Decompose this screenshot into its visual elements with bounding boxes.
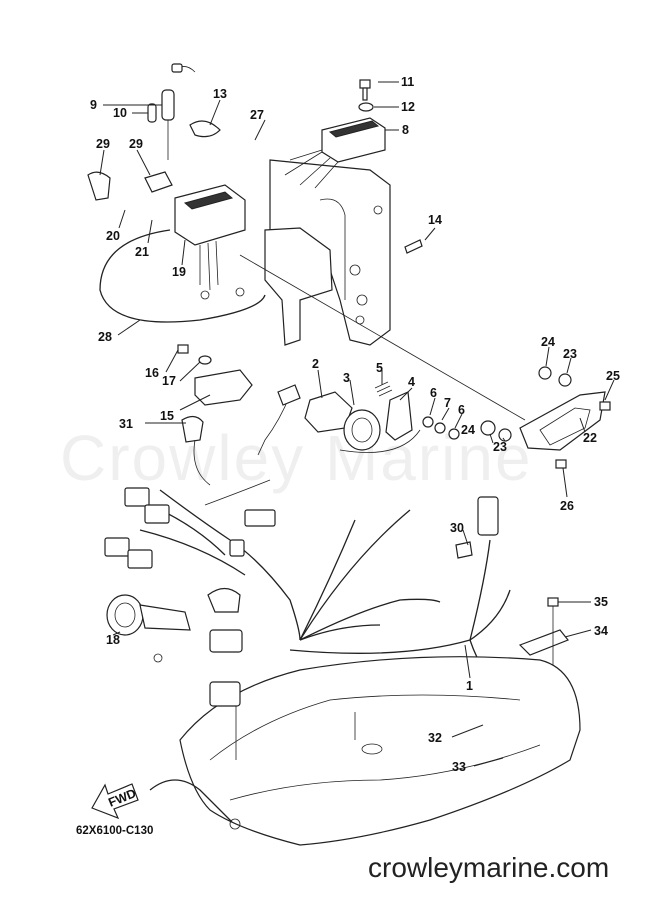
callout-31: 31 [119,417,133,431]
callout-17: 17 [162,374,176,388]
callout-27: 27 [250,108,264,122]
callout-4: 4 [408,375,415,389]
footer-site-name: crowleymarine.com [368,852,610,883]
callout-20: 20 [106,229,120,243]
callout-7: 7 [444,396,451,410]
callout-3: 3 [343,371,350,385]
relay [207,539,245,653]
callout-32: 32 [428,731,442,745]
callout-19: 19 [172,265,186,279]
callout-16: 16 [145,366,159,380]
leader-line [239,254,526,421]
ground-lead [149,779,233,823]
diagram-code: 62X6100-C130 [76,825,154,837]
callout-28: 28 [98,330,112,344]
ring-terminal [229,818,241,830]
callout-5: 5 [376,361,383,375]
cdi-unit [174,184,246,300]
callout-15: 15 [160,409,174,423]
callout-29: 29 [129,137,143,151]
callout-8: 8 [402,123,409,137]
nut [422,416,460,440]
callout-24: 24 [461,423,475,437]
callout-9: 9 [90,98,97,112]
callout-35: 35 [594,595,608,609]
callout-26: 26 [560,499,574,513]
wire-harness [139,479,551,721]
bottom-cowling [179,656,581,846]
callout-18: 18 [106,633,120,647]
callout-22: 22 [583,431,597,445]
clamp [189,120,221,138]
callout-30: 30 [450,521,464,535]
electrical-bracket [264,159,391,346]
wire-lead [99,229,266,323]
plug-cap-assembly [147,63,196,160]
cap [181,415,204,443]
connector [455,496,499,559]
screw [404,239,423,254]
callout-6: 6 [458,403,465,417]
callout-33: 33 [452,760,466,774]
callout-6: 6 [430,386,437,400]
callout-21: 21 [135,245,149,259]
callout-2: 2 [312,357,319,371]
callout-14: 14 [428,213,442,227]
bracket [519,366,611,469]
callout-1: 1 [466,679,473,693]
forward-arrow: FWD [91,783,139,820]
callout-24: 24 [541,335,555,349]
connector [104,487,276,569]
holder-assembly [177,344,253,406]
cap [87,171,173,201]
callout-13: 13 [213,87,227,101]
callout-10: 10 [113,106,127,120]
callout-23: 23 [563,347,577,361]
callout-23: 23 [493,440,507,454]
callout-25: 25 [606,369,620,383]
leader-lines [99,81,615,767]
plug-cap [277,384,301,406]
callout-34: 34 [594,624,608,638]
callout-11: 11 [401,75,414,89]
wire-lead [193,439,211,486]
callout-29: 29 [96,137,110,151]
bolt [358,79,374,112]
rectifier-regulator [284,117,386,189]
coil-bracket [374,381,413,441]
main-switch [106,594,191,663]
callout-12: 12 [401,100,415,114]
callout-labels: 1 2 3 4 5 6 6 7 8 9 10 11 12 13 14 15 16… [90,75,620,774]
